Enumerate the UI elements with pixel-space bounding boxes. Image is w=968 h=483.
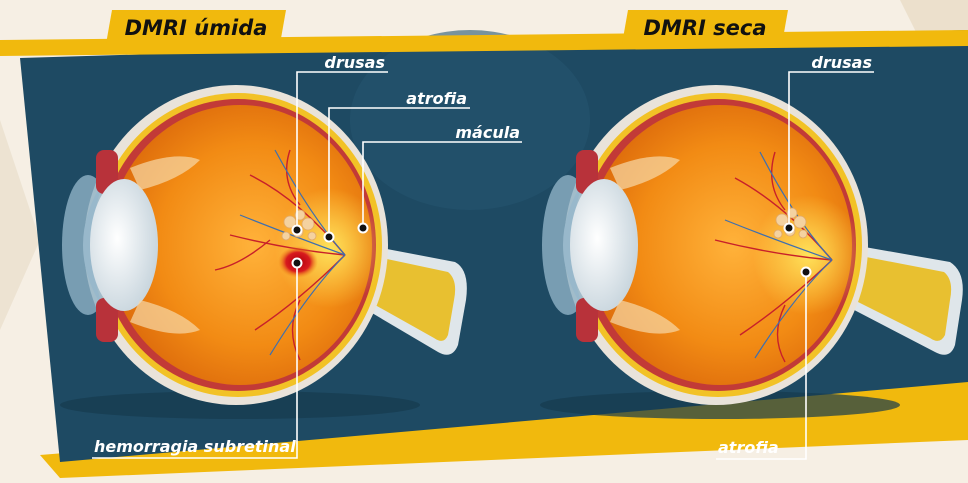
dry-label-drusas: drusas (811, 53, 872, 72)
wet-label-atrofia: atrofia (406, 89, 467, 108)
title-dry: DMRI seca (644, 16, 767, 40)
lens (570, 179, 638, 311)
macula (753, 195, 863, 315)
panel-highlight (350, 30, 590, 210)
dry-label-atrofia: atrofia (718, 438, 779, 457)
title-wet: DMRI úmida (125, 16, 268, 40)
wet-label-hemorragia: hemorragia subretinal (94, 437, 296, 456)
wet-label-drusas: drusas (324, 53, 385, 72)
wet-label-macula: mácula (455, 123, 520, 142)
lens (90, 179, 158, 311)
